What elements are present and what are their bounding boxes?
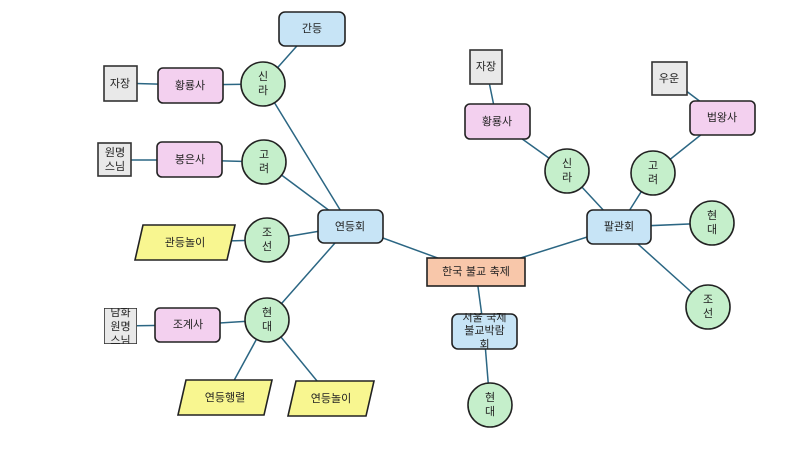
right-hwangnyongsa-node[interactable]: 황룡사 [464,103,531,140]
circle-label: 대 [485,405,495,418]
yeondeunghaengnyeol-node[interactable]: 연등행렬 [176,379,274,416]
circle-label: 라 [258,84,268,97]
expo-label: 불교박람 [464,324,504,337]
yeondeungnori-node[interactable]: 연등놀이 [286,380,376,417]
circle-label: 라 [562,171,572,184]
yeondeunghoe-label: 연등회 [335,220,365,233]
left-hwangnyongsa-node[interactable]: 황룡사 [157,67,224,104]
uun-node[interactable]: 우운 [651,61,688,96]
circle-label: 신 [258,70,268,83]
circle-label: 현 [707,209,717,222]
left-goryeo-node[interactable]: 고 려 [241,139,287,185]
monk-label: 담화 [110,306,130,319]
right-joseon-node[interactable]: 조 선 [685,284,731,330]
circle-label: 고 [648,159,658,172]
circle-label: 려 [648,173,658,186]
temple-label: 황룡사 [175,79,205,92]
circle-label: 대 [707,223,717,236]
jogyesa-node[interactable]: 조계사 [154,307,221,343]
monk-label: 자장 [476,60,496,73]
event-label: 연등놀이 [311,392,351,405]
damhwa-node[interactable]: 담화 원명 스님 [104,306,137,347]
expo-modern-node[interactable]: 현 대 [467,382,513,428]
monk-label: 원명 [105,146,125,159]
monk-label: 원명 [110,320,130,333]
temple-label: 조계사 [173,318,203,331]
wonmyeong-node[interactable]: 원명 스님 [97,142,132,177]
beopwangsa-node[interactable]: 법왕사 [689,100,756,136]
circle-label: 신 [562,157,572,170]
event-label: 연등행렬 [205,391,245,404]
circle-label: 려 [259,162,269,175]
circle-label: 대 [262,320,272,333]
temple-label: 봉은사 [175,153,205,166]
circle-label: 고 [259,148,269,161]
right-modern-node[interactable]: 현 대 [689,200,735,246]
expo-node[interactable]: 서울 국제 불교박람 회 [451,311,518,351]
left-modern-node[interactable]: 현 대 [244,297,290,343]
left-jajang-node[interactable]: 자장 [103,65,138,102]
monk-label: 스님 [110,334,130,347]
temple-label: 황룡사 [482,115,512,128]
monk-label: 스님 [105,160,125,173]
palgwanhoe-node[interactable]: 팔관회 [586,209,652,245]
circle-label: 조 [703,293,713,306]
right-jajang-node[interactable]: 자장 [469,49,503,85]
event-label: 관등놀이 [165,236,205,249]
gandeung-node[interactable]: 간등 [278,11,346,47]
gwandeungnori-node[interactable]: 관등놀이 [133,224,237,261]
expo-label: 회 [479,338,489,351]
right-goryeo-node[interactable]: 고 려 [630,150,676,196]
left-silla-node[interactable]: 신 라 [240,61,286,107]
expo-label: 서울 국제 [463,311,507,324]
left-joseon-node[interactable]: 조 선 [244,217,290,263]
yeondeunghoe-node[interactable]: 연등회 [317,209,384,244]
temple-label: 법왕사 [707,111,737,124]
monk-label: 자장 [110,77,130,90]
right-silla-node[interactable]: 신 라 [544,148,590,194]
bongeunsa-node[interactable]: 봉은사 [156,141,223,178]
root-node[interactable]: 한국 불교 축제 [426,257,526,287]
monk-label: 우운 [659,72,679,85]
circle-label: 선 [262,240,272,253]
palgwanhoe-label: 팔관회 [604,220,634,233]
circle-label: 선 [703,307,713,320]
circle-label: 현 [485,391,495,404]
circle-label: 현 [262,306,272,319]
circle-label: 조 [262,226,272,239]
gandeung-label: 간등 [302,22,322,35]
root-label: 한국 불교 축제 [442,265,510,278]
